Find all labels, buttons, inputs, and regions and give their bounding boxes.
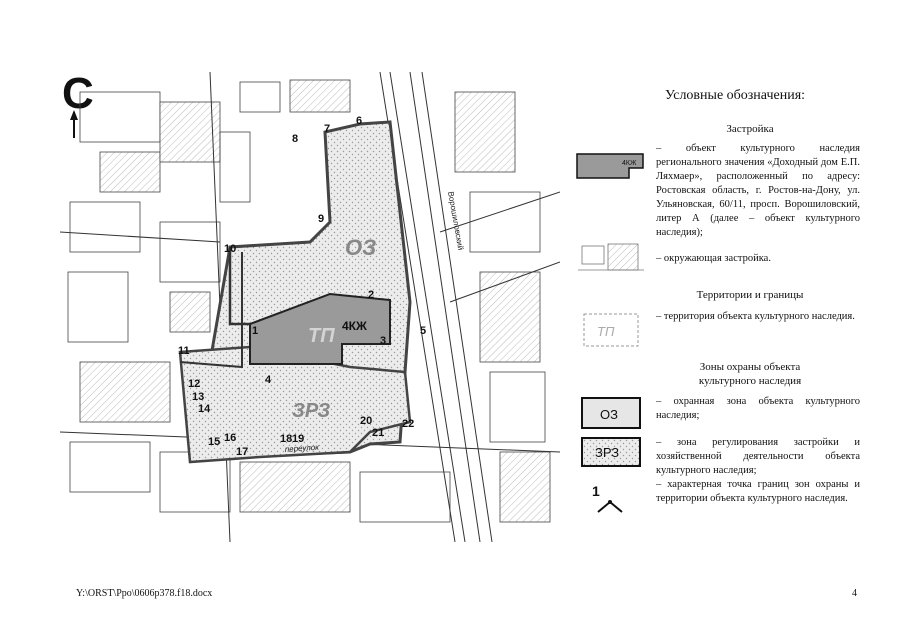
point-symbol-label: 1	[592, 483, 600, 499]
point-label: 11	[178, 345, 190, 357]
zrz-symbol: ЗРЗ	[581, 437, 641, 467]
legend-title: Условные обозначения:	[665, 88, 806, 103]
arrow-up-icon	[70, 110, 78, 138]
point-label: 3	[380, 335, 386, 347]
zone-label-oz: ОЗ	[345, 235, 376, 260]
boundary-points: 1 2 3 4 5 6 7 8 9 10 11 12 13 14 15 16 1…	[178, 115, 426, 458]
point-label: 21	[372, 427, 384, 439]
building-heritage-symbol: 4КЖ	[576, 153, 644, 179]
point-label: 7	[324, 123, 330, 135]
point-label: 6	[356, 115, 362, 127]
surrounding-building-symbol	[578, 243, 644, 271]
surrounding-buildings	[67, 79, 551, 523]
zone-label-zrz: ЗРЗ	[292, 400, 330, 422]
point-label: 20	[360, 415, 372, 427]
section-zones-line2: культурного наследия	[698, 375, 802, 387]
point-label: 19	[292, 433, 304, 445]
point-label: 17	[236, 446, 248, 458]
street-pereulok: переулок	[285, 443, 321, 454]
point-label: 10	[224, 243, 236, 255]
building-symbol-label: 4КЖ	[622, 160, 637, 167]
section-territory: Территории и границы	[696, 289, 804, 301]
tp-desc: – территория объекта культурного наследи…	[656, 311, 855, 322]
point-label: 18	[280, 433, 292, 445]
oz-symbol-label: ОЗ	[600, 407, 618, 422]
file-path: Y:\ORST\Ppo\0606p378.f18.docx	[76, 588, 213, 599]
point-label: 15	[208, 436, 220, 448]
surrounding-desc: – окружающая застройка.	[656, 253, 771, 264]
point-label: 13	[192, 391, 204, 403]
point-label: 12	[188, 378, 200, 390]
street-voroshilovsky: Ворошиловский	[446, 191, 465, 251]
point-label: 9	[318, 213, 324, 225]
point-label: 1	[252, 325, 258, 337]
point-label: 5	[420, 325, 426, 337]
section-zones-line1: Зоны охраны объекта	[699, 361, 801, 373]
characteristic-point-symbol: 1	[592, 483, 623, 513]
territory-tp	[249, 292, 391, 365]
point-label: 2	[368, 289, 374, 301]
tp-symbol-label: ТП	[597, 324, 615, 339]
oz-symbol: ОЗ	[581, 397, 641, 429]
point-label: 8	[292, 133, 298, 145]
zrz-symbol-label: ЗРЗ	[595, 445, 619, 460]
building-label: 4КЖ	[342, 319, 367, 333]
north-arrow: С	[62, 72, 102, 138]
territory-symbol: ТП	[583, 313, 639, 347]
point-label: 4	[265, 374, 272, 386]
section-building: Застройка	[726, 123, 774, 135]
zone-label-tp: ТП	[308, 325, 335, 347]
point-label: 16	[224, 432, 236, 444]
legend: Условные обозначения: Застройка 4КЖ – об…	[570, 80, 870, 540]
north-letter: С	[62, 69, 94, 118]
point-desc: – характерная точка границ зон охраны и …	[656, 479, 860, 504]
page-number: 4	[852, 588, 857, 599]
zrz-desc: – зона регулирования застройки и хозяйст…	[656, 437, 860, 476]
oz-desc: – охранная зона объекта культурного насл…	[656, 396, 860, 421]
point-label: 14	[198, 403, 211, 415]
cadastral-map: ОЗ ЗРЗ ТП 4КЖ Ворошиловский переулок 1 2…	[60, 72, 560, 542]
point-label: 22	[402, 418, 414, 430]
building-desc: – объект культурного наследия региональн…	[656, 143, 860, 238]
